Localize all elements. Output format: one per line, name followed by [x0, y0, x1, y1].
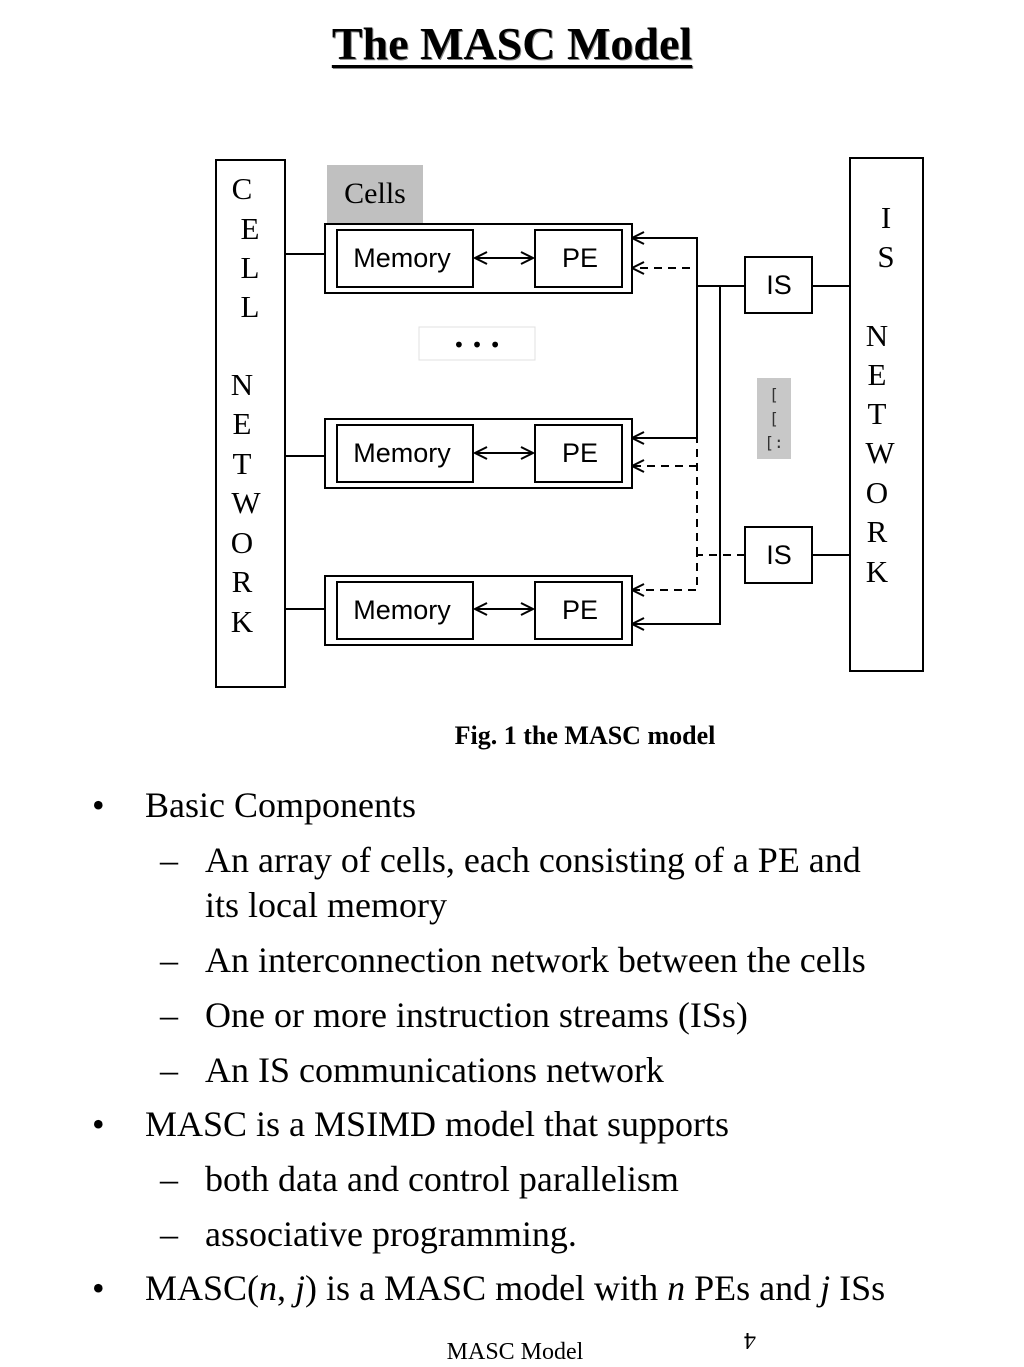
- svg-text:L: L: [241, 289, 260, 324]
- svg-text:K: K: [231, 604, 254, 639]
- svg-text:E: E: [868, 357, 887, 392]
- svg-text:K: K: [866, 554, 889, 589]
- cell-3: Memory PE: [324, 575, 633, 646]
- is-top-bus: [632, 238, 745, 624]
- is-network-label: I S N E T W O R K: [865, 200, 895, 589]
- svg-text:R: R: [867, 514, 888, 549]
- is-ellipsis-bg: [757, 378, 791, 459]
- pe-box: [534, 581, 623, 640]
- svg-text:I: I: [881, 200, 891, 235]
- is-network-box: [849, 157, 924, 672]
- svg-text:S: S: [877, 239, 894, 274]
- page-title: The MASC Model: [331, 18, 693, 69]
- svg-text:IS: IS: [766, 270, 792, 300]
- footer-title: MASC Model: [446, 1339, 584, 1365]
- svg-text:[: [: [769, 385, 779, 404]
- svg-text:L: L: [241, 250, 260, 285]
- cell-network-box: [215, 159, 286, 688]
- cell-2: Memory PE: [324, 418, 633, 489]
- svg-text:W: W: [865, 435, 895, 470]
- pe-label: PE: [562, 595, 598, 625]
- pe-label: PE: [562, 243, 598, 273]
- ellipsis-box: [418, 326, 536, 361]
- memory-box: [336, 229, 474, 288]
- is-ellipsis: [ [ [:: [764, 385, 783, 452]
- memory-box: [336, 424, 474, 483]
- cells-ellipsis: • • •: [453, 333, 501, 357]
- memory-label: Memory: [353, 243, 451, 273]
- masc-diagram: C E L L N E T W O R K I S N E T W O R K …: [215, 157, 924, 688]
- cells-label-bg: [327, 165, 423, 223]
- svg-text:T: T: [233, 446, 252, 481]
- is-network-links: [812, 285, 850, 556]
- page-number: 4: [744, 1327, 756, 1353]
- svg-text:R: R: [232, 564, 253, 599]
- is-bottom-bus: [632, 268, 745, 590]
- figure-caption: Fig. 1 the MASC model: [454, 721, 716, 750]
- svg-text:O: O: [866, 475, 888, 510]
- cell-network-label: C E L L N E T W O R K: [231, 171, 262, 639]
- is-box-bottom: IS: [744, 526, 813, 584]
- svg-text:N: N: [866, 318, 888, 353]
- memory-label: Memory: [353, 595, 451, 625]
- svg-text:T: T: [868, 396, 887, 431]
- svg-text:C: C: [232, 171, 253, 206]
- svg-text:O: O: [231, 525, 253, 560]
- svg-text:E: E: [241, 211, 260, 246]
- pe-label: PE: [562, 438, 598, 468]
- svg-text:[: [: [769, 409, 779, 428]
- pe-box: [534, 424, 623, 483]
- svg-text:[:: [:: [764, 433, 783, 452]
- cell-network-links: [285, 253, 325, 610]
- cells-label: Cells: [344, 177, 406, 210]
- is-box-top: IS: [744, 256, 813, 314]
- memory-box: [336, 581, 474, 640]
- svg-text:IS: IS: [766, 540, 792, 570]
- svg-text:E: E: [233, 406, 252, 441]
- svg-text:N: N: [231, 367, 253, 402]
- memory-label: Memory: [353, 438, 451, 468]
- cell-1: Memory PE: [324, 223, 633, 294]
- svg-text:W: W: [231, 485, 261, 520]
- pe-box: [534, 229, 623, 288]
